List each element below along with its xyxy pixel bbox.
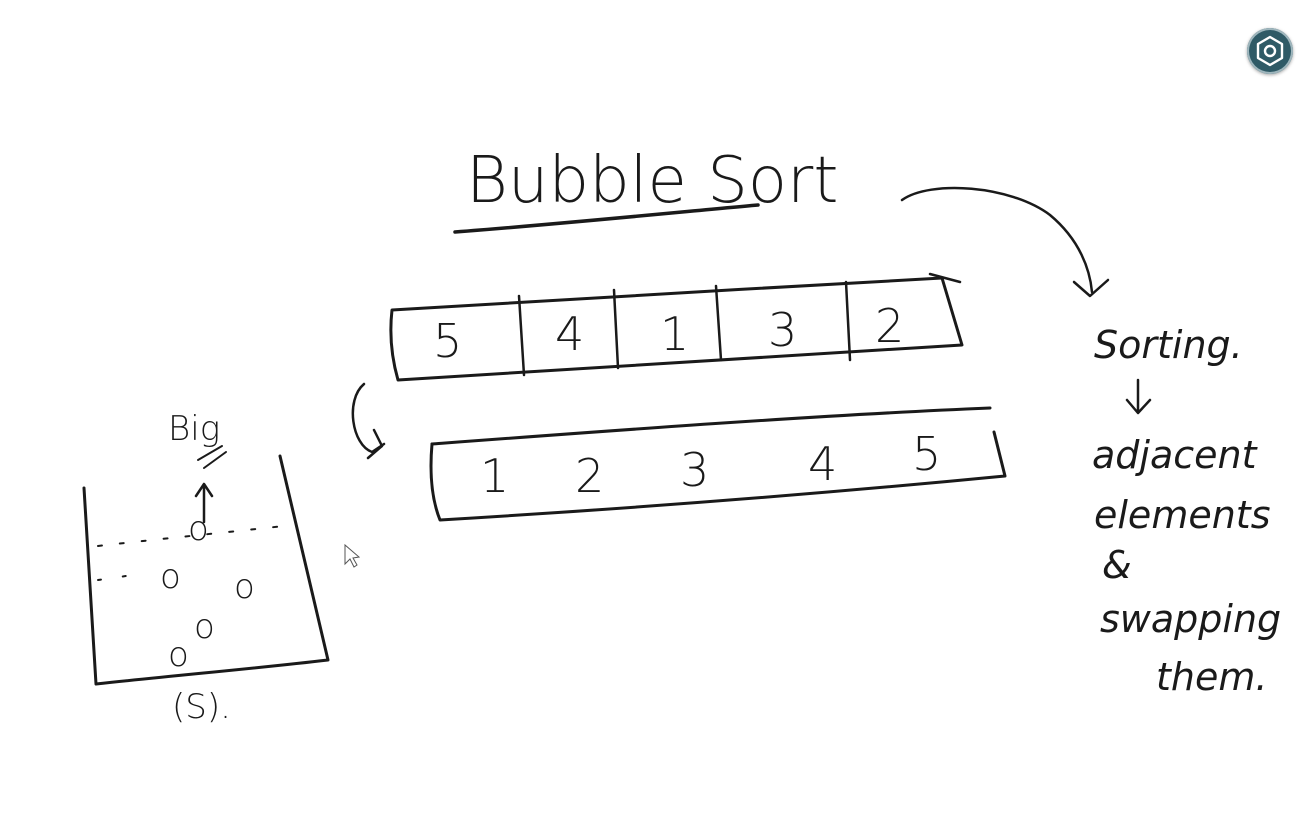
array-divider bbox=[714, 284, 723, 362]
bubble-container: Big o o o o o (S). bbox=[82, 409, 330, 727]
transition-arrow-head bbox=[366, 428, 384, 460]
array-cell: 4 bbox=[555, 307, 584, 361]
array-cell: 4 bbox=[808, 437, 837, 491]
note-line: them. bbox=[1156, 655, 1267, 699]
array-cell: 5 bbox=[912, 427, 941, 481]
bubble: o bbox=[188, 509, 209, 549]
curved-arrow bbox=[900, 186, 1094, 294]
array-cell: 3 bbox=[768, 303, 797, 357]
container-top-label: Big bbox=[168, 409, 220, 449]
note-line: & bbox=[1102, 543, 1132, 587]
bubble: o bbox=[194, 607, 215, 647]
settings-button[interactable] bbox=[1247, 28, 1293, 74]
container-bottom-label: (S). bbox=[172, 687, 231, 727]
note-line: swapping bbox=[1100, 597, 1281, 641]
unsorted-array: 5 4 1 3 2 bbox=[389, 272, 964, 382]
container-outline bbox=[82, 454, 330, 686]
note-line: elements bbox=[1094, 493, 1271, 537]
side-note: Sorting. adjacent elements & swapping th… bbox=[1092, 323, 1281, 699]
sorted-array: 1 2 3 4 5 bbox=[429, 406, 1007, 522]
array-cell: 5 bbox=[433, 314, 462, 368]
array-cell: 2 bbox=[575, 449, 604, 503]
unsorted-array-outline bbox=[389, 276, 964, 382]
curved-arrow-head bbox=[1072, 278, 1110, 298]
array-divider bbox=[844, 280, 852, 362]
bubble: o bbox=[160, 557, 181, 597]
mouse-pointer-icon bbox=[344, 543, 361, 568]
array-cell: 1 bbox=[660, 307, 689, 361]
array-cell: 3 bbox=[680, 443, 709, 497]
transition-arrow bbox=[351, 382, 386, 454]
note-line: adjacent bbox=[1092, 433, 1259, 477]
array-divider bbox=[517, 294, 526, 377]
sorted-array-outline bbox=[429, 430, 1007, 522]
array-cell: 1 bbox=[480, 449, 509, 503]
emphasis-strokes bbox=[197, 445, 227, 469]
down-arrow-icon bbox=[1125, 378, 1152, 415]
up-arrow-icon bbox=[194, 482, 214, 524]
bubble: o bbox=[234, 567, 255, 607]
title-underline bbox=[453, 203, 760, 234]
title-text: Bubble Sort bbox=[466, 144, 838, 218]
array-corner-stroke bbox=[928, 272, 962, 284]
note-line: Sorting. bbox=[1094, 323, 1243, 367]
bubble: o bbox=[168, 635, 189, 675]
sorted-array-top-edge bbox=[430, 406, 992, 446]
array-cell: 2 bbox=[875, 299, 904, 353]
water-level-line bbox=[97, 525, 285, 547]
array-divider bbox=[612, 288, 620, 370]
water-level-mark bbox=[97, 573, 141, 581]
settings-hexagon-icon bbox=[1256, 35, 1284, 67]
